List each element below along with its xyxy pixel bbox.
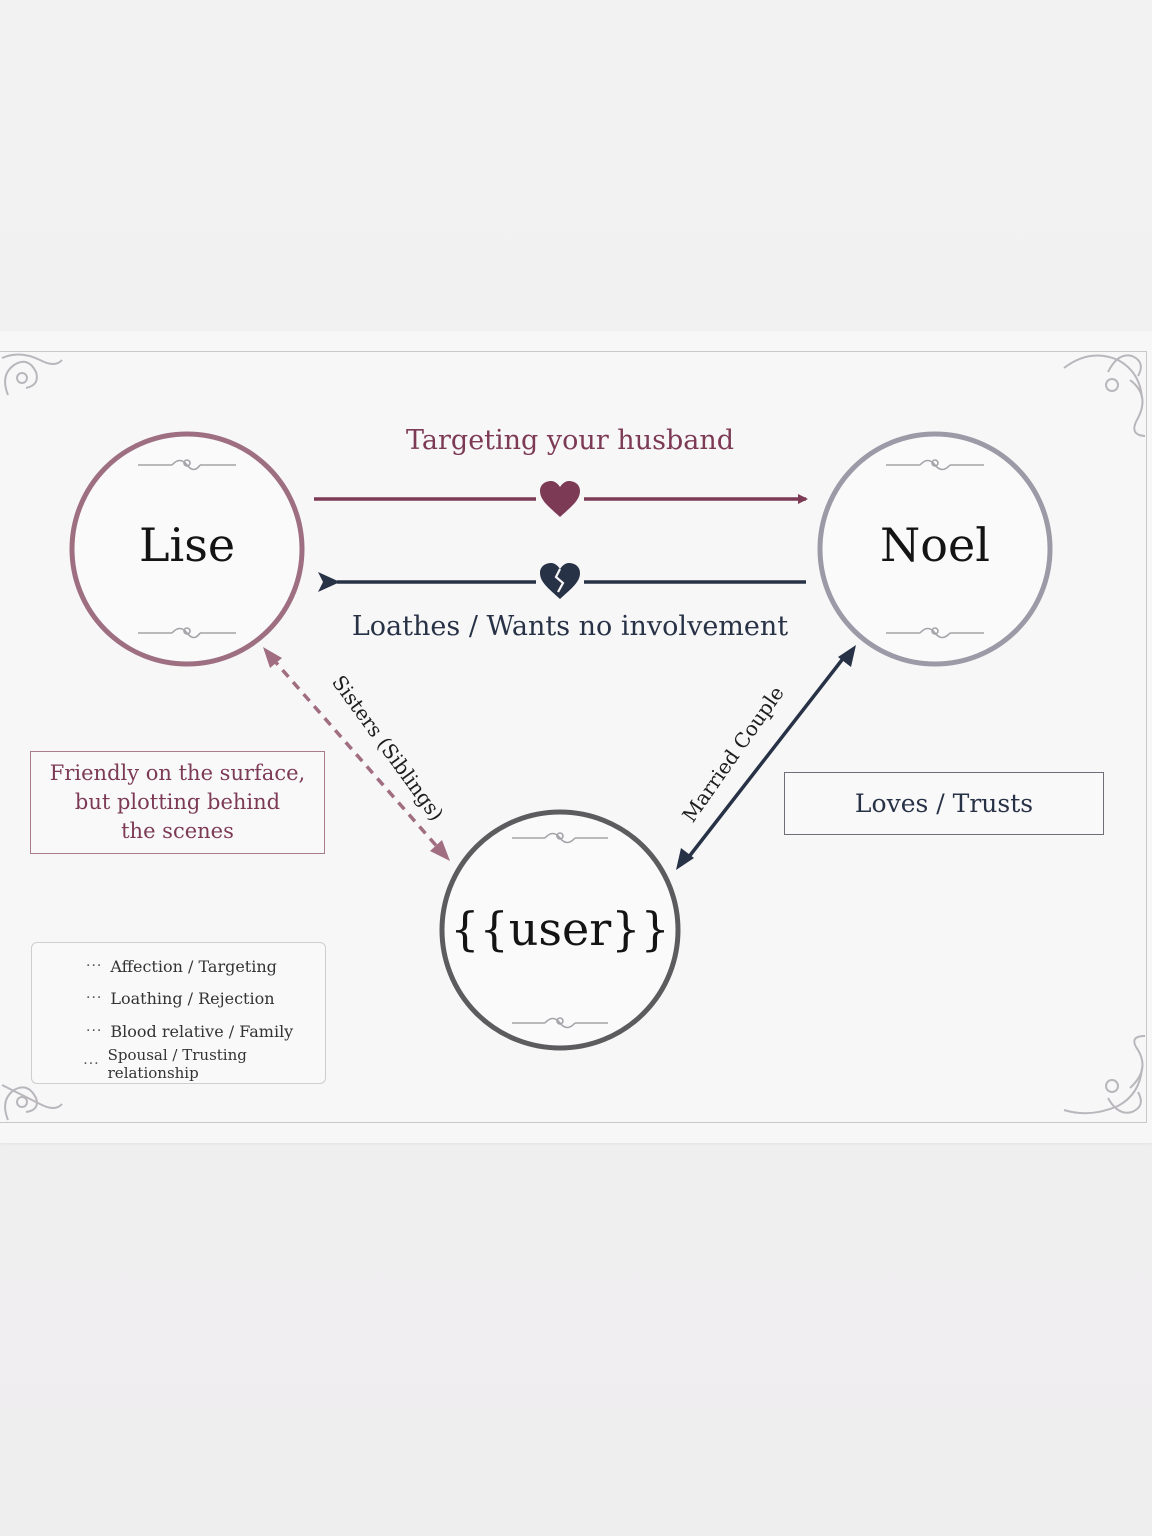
ornament-bottom-right-icon: [1063, 1035, 1146, 1115]
legend-dots: ···: [83, 1056, 100, 1072]
married-arrow-head-bottom: [676, 848, 694, 870]
legend-item-blood: ··· Blood relative / Family: [46, 1018, 293, 1044]
lise-note-line: the scenes: [121, 819, 234, 843]
legend-dots: ···: [86, 958, 103, 974]
edge-label-targeting: Targeting your husband: [406, 425, 734, 456]
legend-item-loathing: ··· Loathing / Rejection: [46, 985, 275, 1011]
legend-dots: ···: [86, 990, 103, 1006]
noel-node-name[interactable]: Noel: [880, 518, 990, 572]
ornament-top-right-icon: [1063, 354, 1146, 437]
card-frame: [0, 351, 1147, 1123]
married-arrow-head-top: [838, 645, 856, 667]
legend-label: Affection / Targeting: [110, 956, 277, 976]
sisters-arrow-head-top: [263, 647, 282, 668]
sisters-arrow-head-bottom: [430, 840, 450, 861]
lise-note-line: but plotting behind: [74, 790, 281, 814]
legend-label: Loathing / Rejection: [110, 988, 275, 1008]
noel-node-ring: [817, 431, 1053, 667]
edge-label-loathes: Loathes / Wants no involvement: [351, 611, 789, 642]
legend-label: Blood relative / Family: [110, 1021, 294, 1041]
legend: ··· Affection / Targeting ··· Loathing /…: [31, 942, 326, 1084]
lise-node-ring: [69, 431, 305, 667]
ornament-bottom-left-icon: [1, 1084, 63, 1121]
heart-icon: [540, 481, 580, 517]
flourish-icon: [138, 459, 984, 1029]
lise-node-name[interactable]: Lise: [138, 518, 236, 572]
lise-note-box: Friendly on the surface, but plotting be…: [30, 751, 325, 854]
edge-sisters: [270, 656, 442, 852]
legend-label: Spousal / Trusting relationship: [107, 1046, 247, 1082]
user-node-name[interactable]: {{user}}: [450, 902, 670, 956]
legend-dots: ···: [86, 1023, 103, 1039]
noel-note-box: Loves / Trusts: [784, 772, 1104, 835]
user-node-ring: [439, 809, 681, 1051]
legend-item-spousal: ··· Spousal / Trusting relationship: [46, 1046, 325, 1082]
ornament-top-left-icon: [1, 353, 63, 396]
noel-note-text: Loves / Trusts: [854, 789, 1034, 818]
legend-item-affection: ··· Affection / Targeting: [46, 953, 277, 979]
lise-note-line: Friendly on the surface,: [49, 761, 306, 785]
edge-married: [686, 654, 847, 860]
